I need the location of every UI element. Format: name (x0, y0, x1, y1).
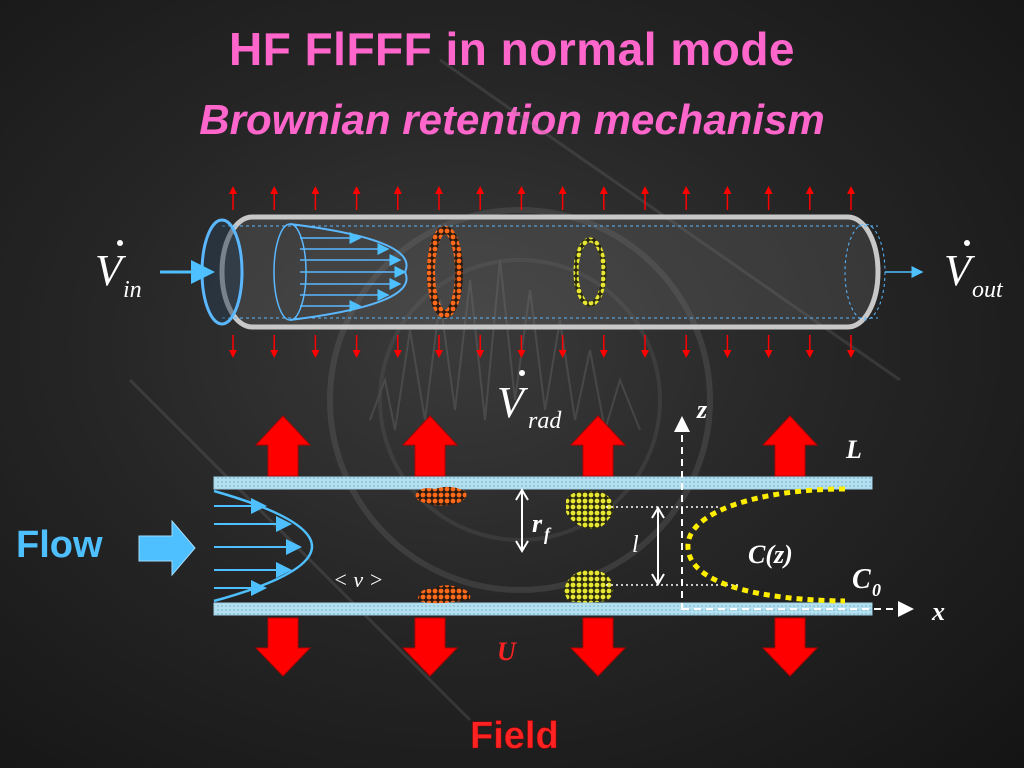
flow-big-arrow (138, 519, 196, 577)
radial-arrowhead-down (764, 350, 773, 358)
radial-arrowhead-up (641, 186, 649, 194)
svg-text:V: V (95, 246, 127, 295)
orange-cloud-bottom (418, 585, 471, 604)
svg-text:r: r (532, 509, 543, 538)
svg-text:C: C (852, 564, 871, 595)
svg-text:l: l (632, 532, 639, 558)
radial-arrowhead-up (517, 186, 526, 194)
page-subtitle: Brownian retention mechanism (199, 96, 825, 143)
radial-arrowhead-down (476, 350, 485, 358)
svg-text:out: out (972, 277, 1004, 303)
tube-flow-arrows (300, 232, 407, 312)
radial-arrowhead-up (764, 186, 773, 194)
svg-text:V: V (944, 246, 976, 295)
field-arrow-down (761, 617, 819, 677)
svg-text:f: f (544, 524, 552, 544)
tube-yellow-particle-band (573, 237, 607, 307)
l-dimension: l (606, 506, 740, 586)
radial-arrowhead-down (599, 350, 608, 358)
x-axis: x (682, 597, 945, 626)
velocity-profile (213, 489, 314, 603)
inlet-label: V in (95, 240, 142, 303)
radial-arrowhead-down (393, 350, 402, 358)
concentration-profile-curve (685, 486, 846, 604)
yellow-cloud-top (566, 490, 614, 529)
velocity-label: < v > (333, 567, 383, 592)
U-label: U (497, 637, 517, 666)
svg-text:x: x (931, 597, 945, 626)
yellow-cloud-bottom (564, 569, 614, 603)
channel-top-wall (213, 476, 873, 490)
radial-arrowhead-up (352, 186, 361, 194)
radial-arrowhead-up (435, 186, 443, 194)
svg-text:0: 0 (872, 580, 881, 600)
field-arrow-up (254, 415, 312, 477)
radial-arrowhead-up (723, 186, 732, 194)
svg-text:z: z (696, 395, 708, 424)
radial-arrowhead-down (641, 350, 649, 358)
L-label: L (845, 435, 862, 464)
radial-arrowhead-up (393, 186, 402, 194)
field-arrow-down (569, 617, 627, 677)
radial-arrowhead-up (847, 186, 855, 194)
outlet-label: V out (944, 240, 1004, 303)
radial-arrowhead-up (805, 186, 814, 194)
channel-bottom-wall (213, 602, 873, 616)
field-label: Field (470, 715, 559, 757)
radial-arrowhead-down (847, 350, 855, 358)
field-arrows (254, 415, 819, 677)
radial-arrowhead-down (435, 350, 443, 358)
radial-arrowhead-down (517, 350, 526, 358)
rf-dimension: r f (515, 488, 552, 553)
radial-arrowhead-up (682, 186, 691, 194)
orange-cloud-top (415, 486, 467, 506)
svg-text:rad: rad (528, 408, 562, 434)
radial-arrowhead-up (270, 186, 279, 194)
radial-arrowhead-down (723, 350, 732, 358)
radial-arrowhead-down (311, 350, 320, 358)
radial-flow-label: V rad (497, 370, 562, 434)
radial-arrowhead-up (229, 186, 237, 194)
field-arrow-up (761, 415, 819, 477)
radial-arrowhead-down (682, 350, 691, 358)
radial-arrowhead-down (229, 350, 237, 358)
concentration-label: C(z) (748, 540, 793, 569)
field-arrow-down (254, 617, 312, 677)
flow-label: Flow (16, 524, 103, 566)
field-arrow-up (401, 415, 459, 477)
radial-arrowhead-up (599, 186, 608, 194)
radial-arrowhead-up (311, 186, 320, 194)
radial-arrowhead-down (805, 350, 814, 358)
tube-radial-arrows (229, 186, 855, 358)
radial-arrowhead-down (270, 350, 279, 358)
z-axis: z (674, 395, 708, 610)
svg-text:in: in (123, 277, 142, 303)
radial-arrowhead-down (352, 350, 361, 358)
tube-orange-particle-band (427, 226, 463, 318)
page-title: HF FlFFF in normal mode (228, 23, 796, 75)
c0-label: C 0 (852, 564, 881, 600)
field-arrow-down (401, 617, 459, 677)
radial-arrowhead-up (558, 186, 567, 194)
svg-text:V: V (497, 378, 529, 427)
field-arrow-up (569, 415, 627, 477)
radial-arrowhead-down (558, 350, 567, 358)
radial-arrowhead-up (476, 186, 485, 194)
